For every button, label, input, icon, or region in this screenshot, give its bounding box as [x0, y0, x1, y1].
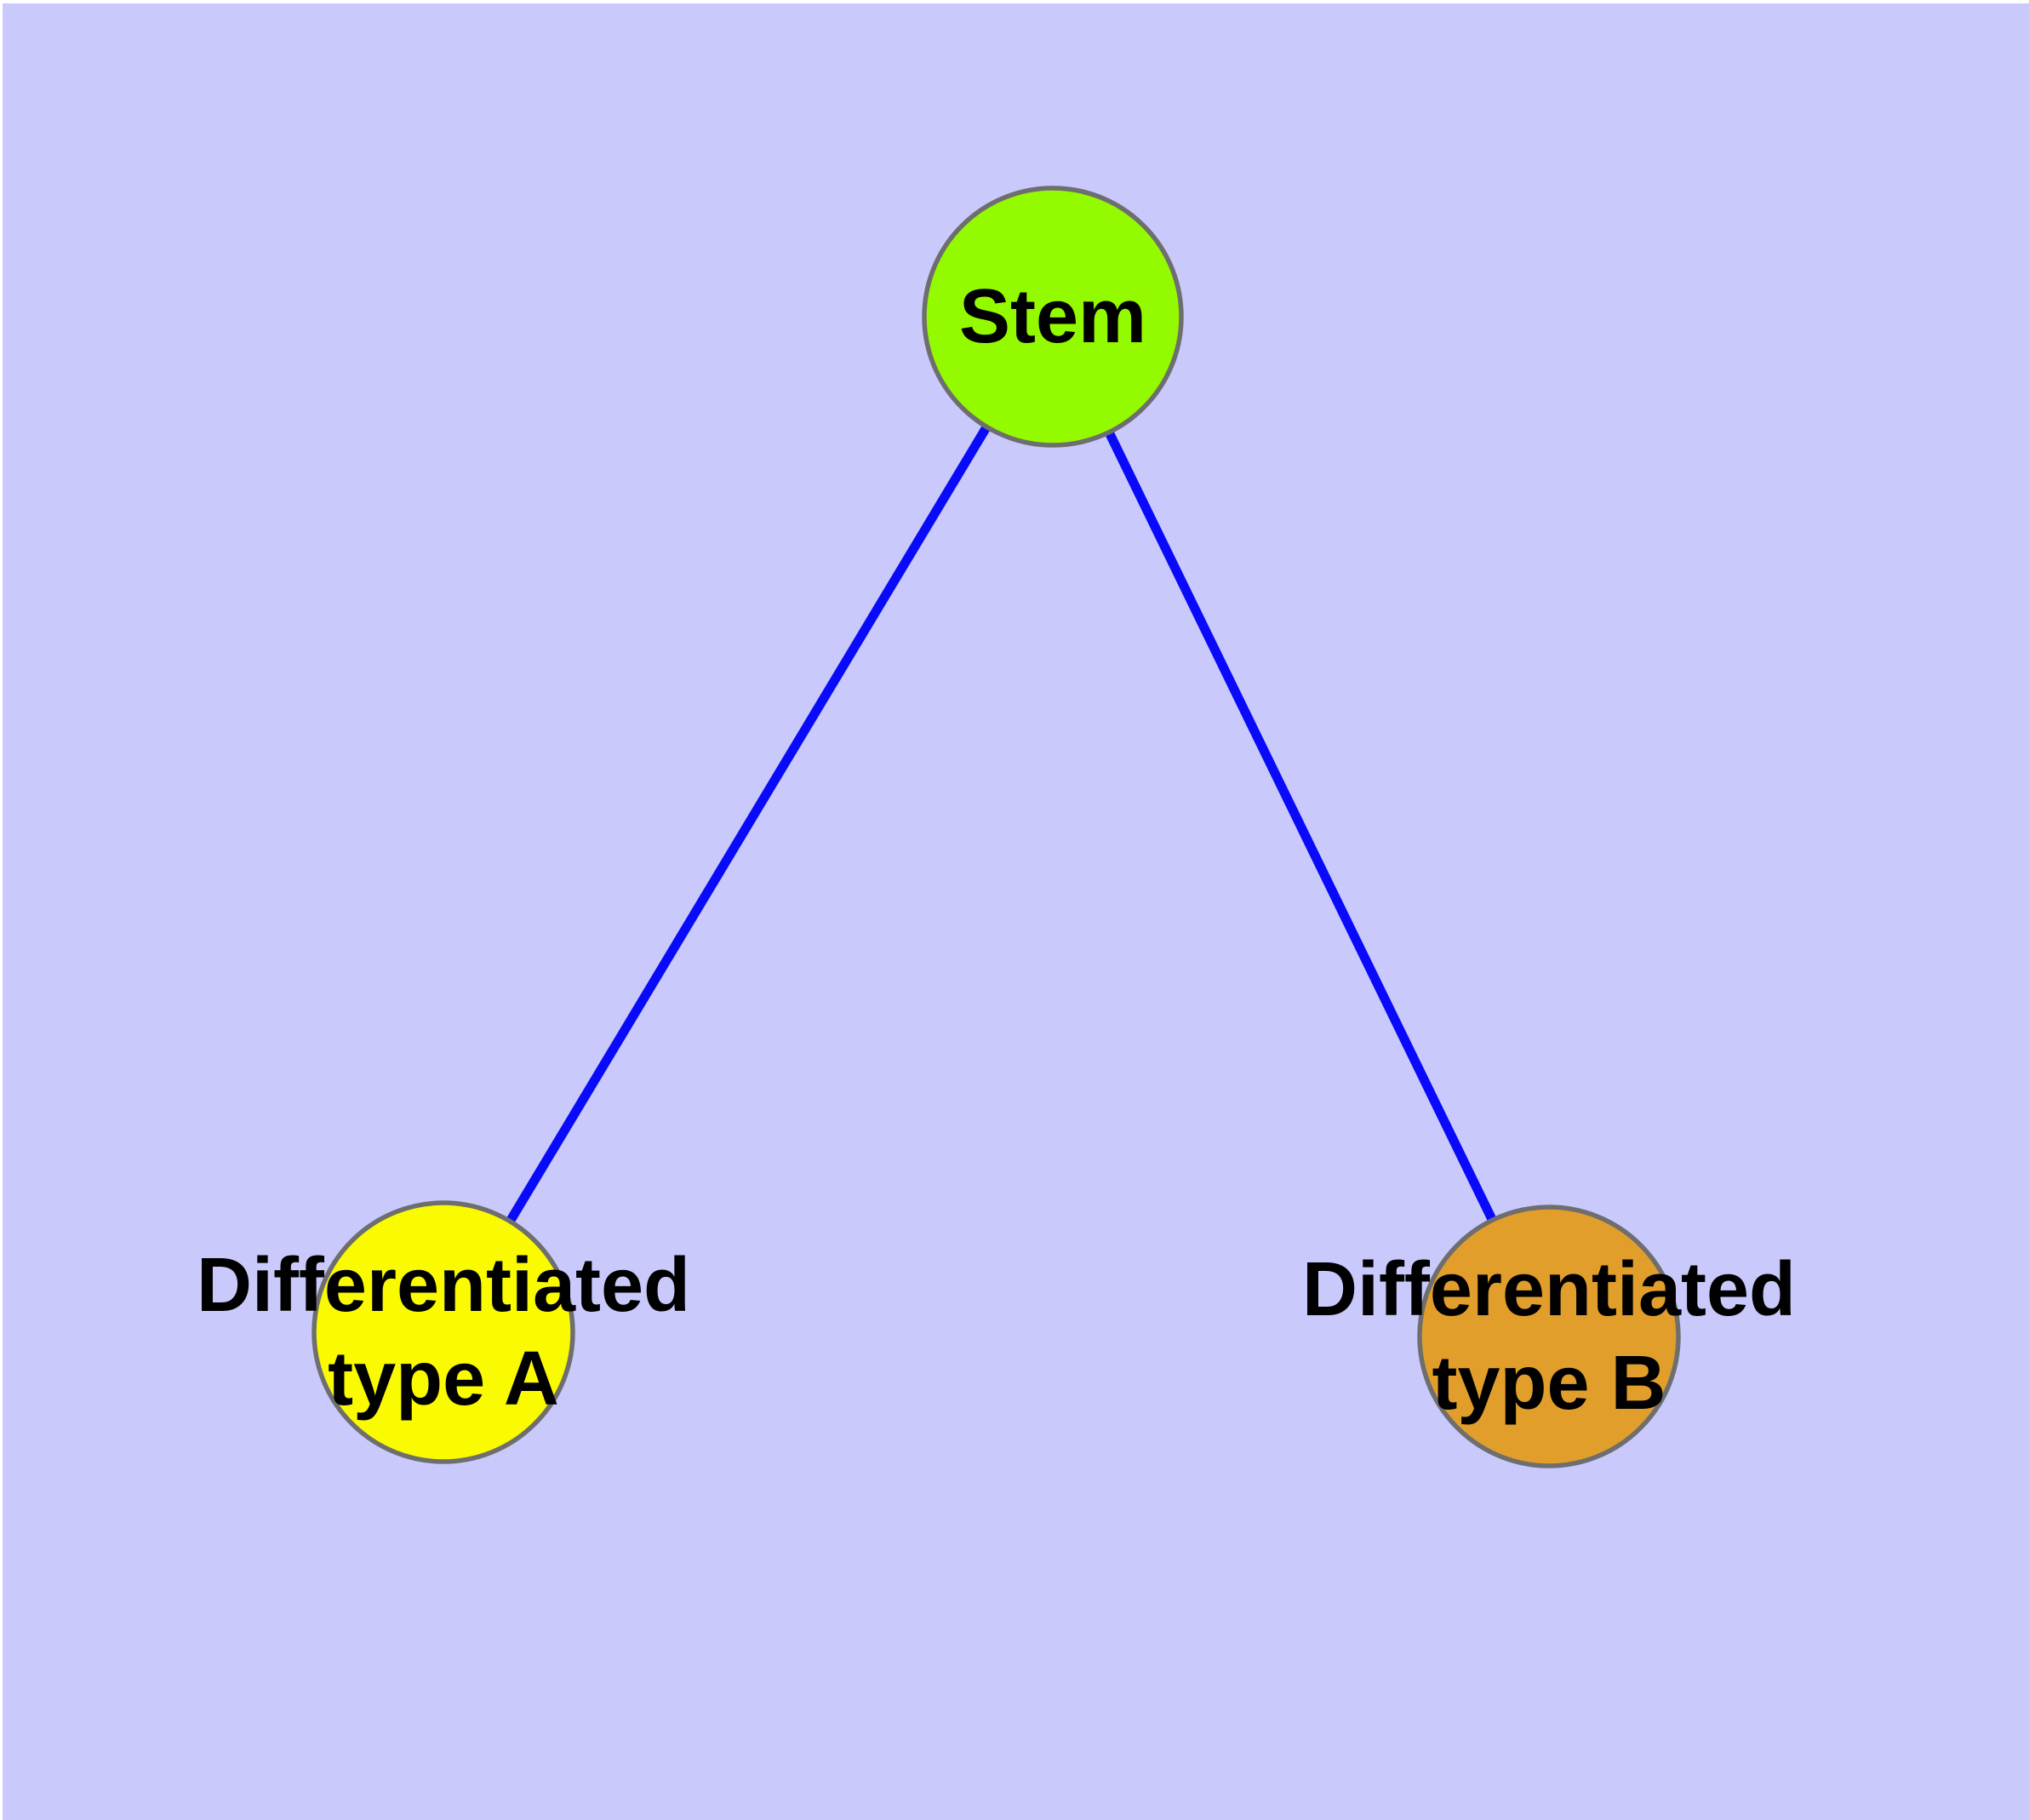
node-differentiated-type-b-circle	[1417, 1205, 1681, 1468]
node-stem-label-line-1: Stem	[959, 274, 1146, 359]
top-margin-strip	[0, 0, 2029, 3]
node-differentiated-type-b-label-line-1: Differentiated	[1302, 1247, 1796, 1332]
node-differentiated-type-a-label-line-1: Differentiated	[197, 1243, 690, 1328]
node-differentiated-type-a-label-line-2: type A	[328, 1336, 559, 1422]
node-differentiated-type-b-label-line-2: type B	[1432, 1341, 1666, 1426]
node-differentiated-type-a-circle	[311, 1200, 575, 1464]
left-margin-strip	[0, 0, 3, 1820]
node-stem-circle	[922, 186, 1184, 448]
edge-stem-to-differentiated-type-b	[1049, 314, 1553, 1339]
node-stem-label: Stem	[959, 274, 1146, 359]
edge-stem-to-differentiated-type-a	[439, 314, 1057, 1335]
node-differentiated-type-b-label: Differentiated type B	[1302, 1247, 1796, 1426]
